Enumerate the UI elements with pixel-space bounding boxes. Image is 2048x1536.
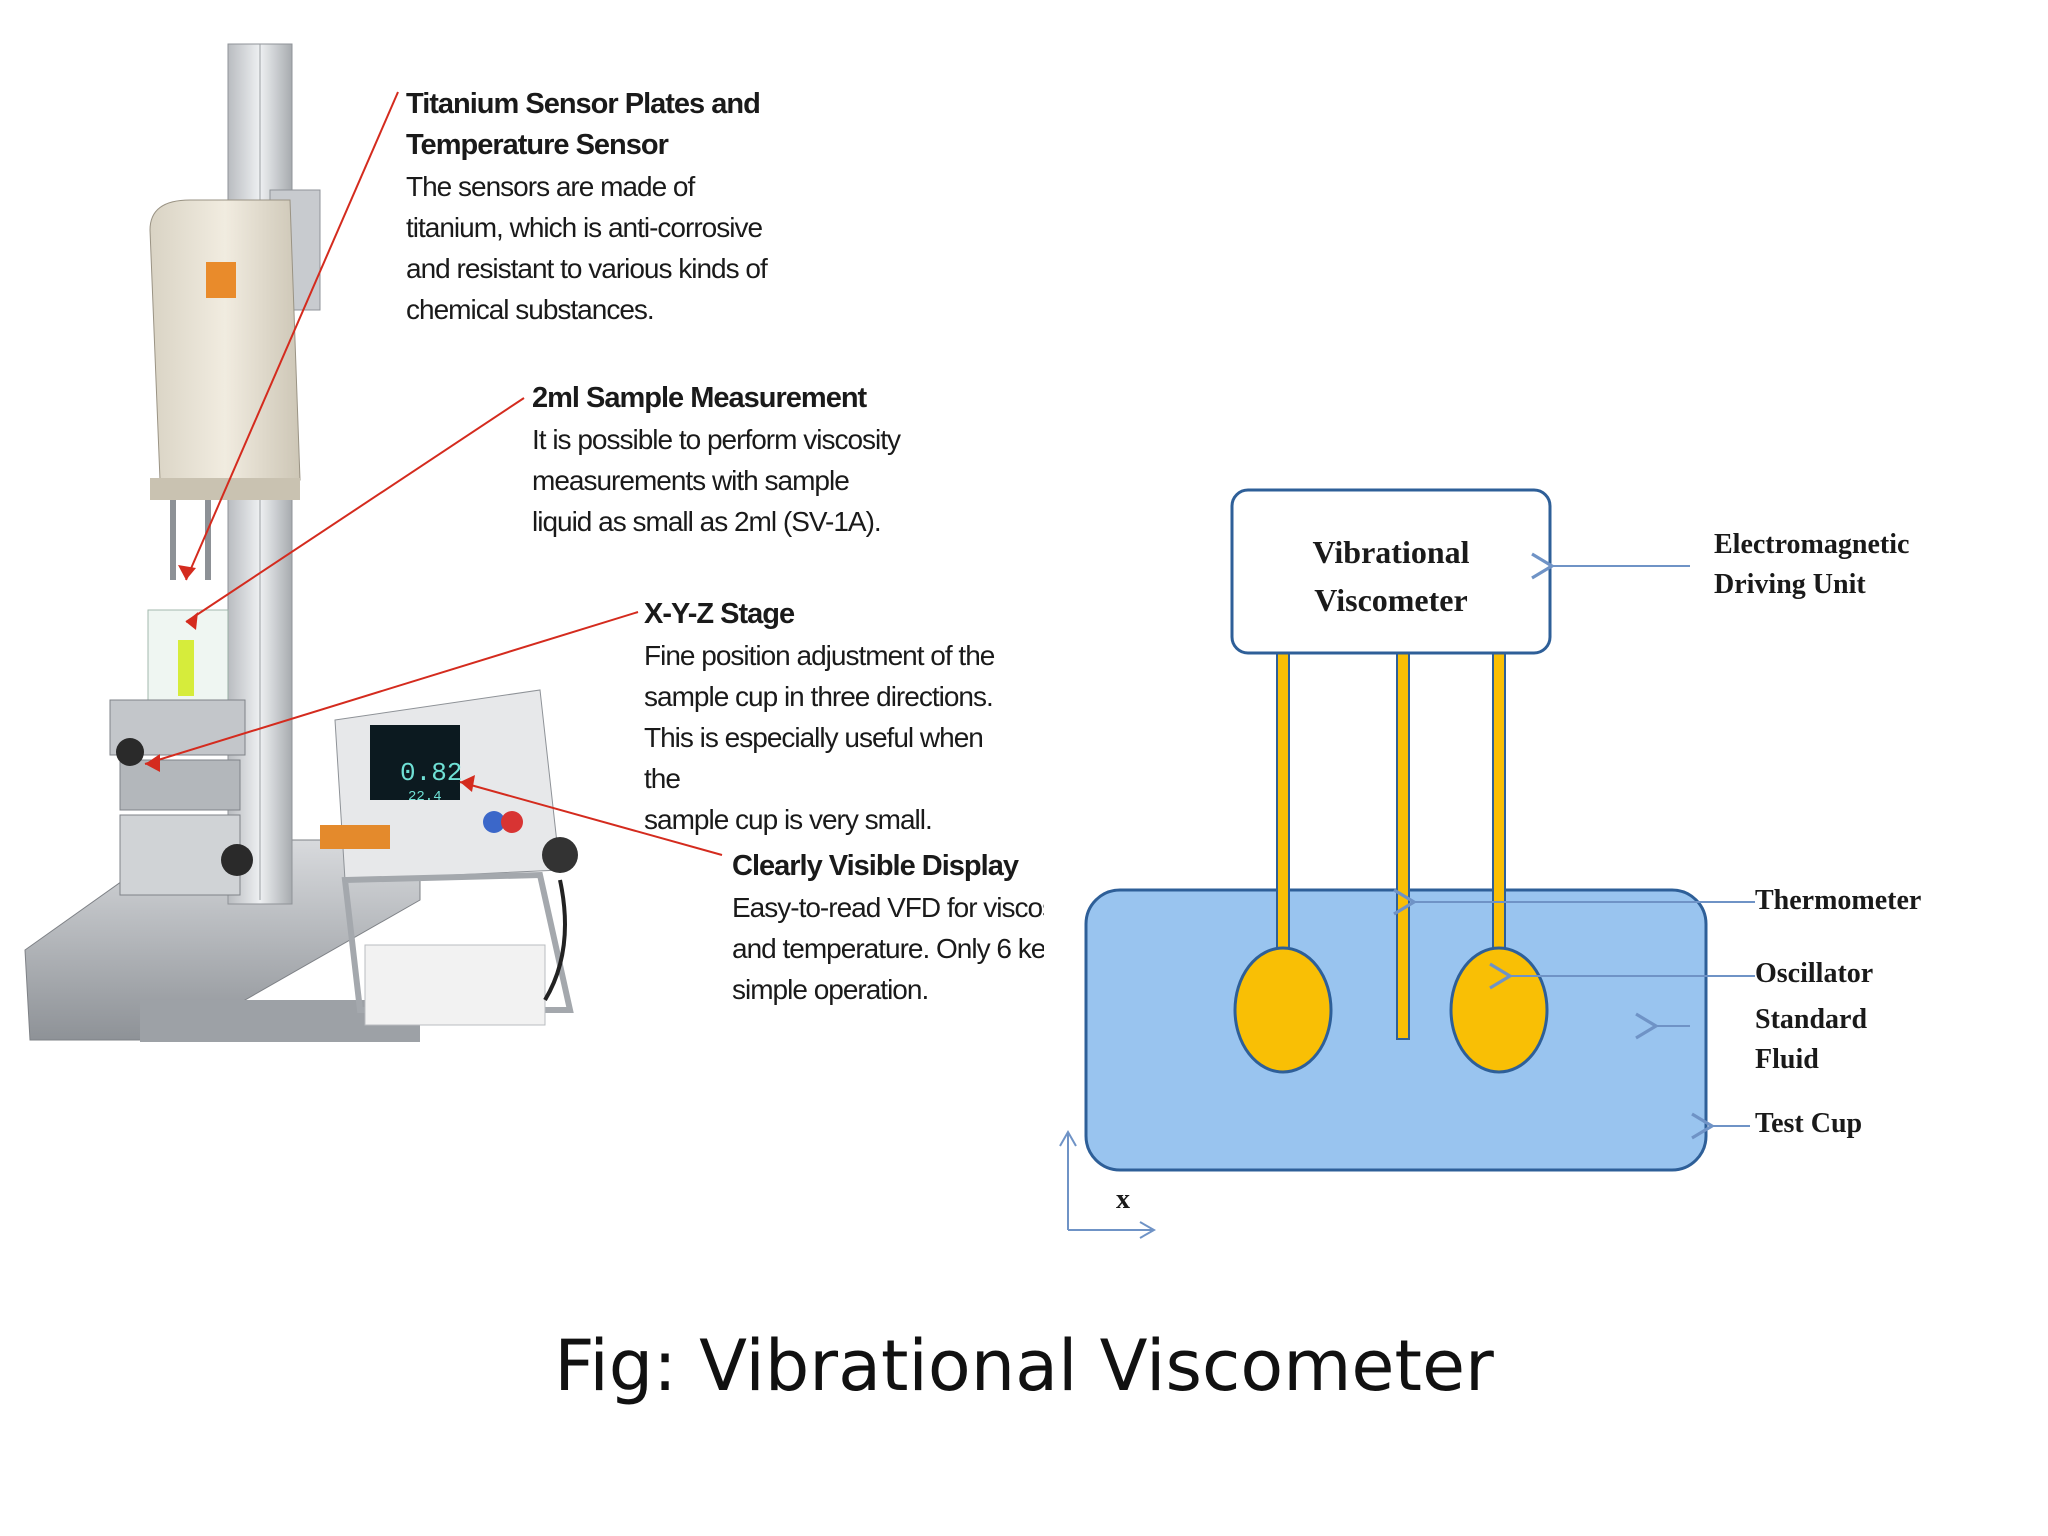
callout-body-line: This is especially useful when the (644, 722, 984, 794)
callout-line-stage (144, 611, 639, 765)
callout-title: Temperature Sensor (406, 129, 669, 161)
label-test-cup: Test Cup (1755, 1108, 1863, 1139)
callout-lines (144, 91, 723, 856)
callout-body-line: and temperature. Only 6 keys fo (732, 933, 1044, 964)
display-temperature-value: 22.4 (408, 789, 442, 805)
label-driving-unit: Electromagnetic Driving Unit (1714, 525, 1909, 605)
label-thermometer: Thermometer (1755, 885, 1922, 916)
callout-body-line: It is possible to perform viscosity (532, 424, 901, 455)
viscometer-box-label-line: Viscometer (1314, 582, 1468, 618)
callout-title: Clearly Visible Display (732, 850, 1019, 882)
callout-body-line: simple operation. (732, 974, 929, 1005)
thermometer-rod (1396, 652, 1410, 1040)
callout-line-sensor (185, 91, 399, 581)
oscillator-right (1449, 946, 1549, 1074)
callout-body-line: Easy-to-read VFD for viscosity (732, 892, 1044, 923)
viscometer-box-label-line: Vibrational (1312, 534, 1470, 570)
callout-body-line: measurements with sample (532, 465, 850, 496)
callout-body-line: liquid as small as 2ml (SV-1A). (532, 506, 882, 537)
callout-title: X-Y-Z Stage (644, 598, 795, 630)
axis-x-label: x (1116, 1184, 1130, 1215)
sensor-unit (149, 199, 301, 481)
label-fluid: Standard Fluid (1755, 1000, 1867, 1080)
callout-body-line: Fine position adjustment of the (644, 640, 995, 671)
callout-display: Clearly Visible Display Easy-to-read VFD… (732, 846, 1044, 1010)
callout-body-line: sample cup is very small. (644, 804, 933, 835)
callout-body-line: titanium, which is anti-corrosive (406, 212, 763, 243)
figure-caption: Fig: Vibrational Viscometer (554, 1325, 1494, 1407)
oscillator-left (1233, 946, 1333, 1074)
oscillator-rod-right (1492, 652, 1506, 954)
callout-body-line: The sensors are made of (406, 171, 695, 202)
label-driving-unit-line: Driving Unit (1714, 569, 1866, 600)
label-oscillator: Oscillator (1755, 958, 1874, 989)
callout-body-line: chemical substances. (406, 294, 655, 325)
oscillator-rod-left (1276, 652, 1290, 954)
label-fluid-line: Standard (1755, 1004, 1868, 1035)
callout-line-display (459, 781, 723, 856)
callout-title: Titanium Sensor Plates and (406, 88, 761, 120)
label-fluid-line: Fluid (1755, 1044, 1819, 1075)
viscometer-schematic: Vibrational Viscometer Electromagnetic D… (1050, 470, 1950, 1260)
callout-line-sample (185, 397, 525, 623)
callout-title: 2ml Sample Measurement (532, 382, 867, 414)
viscometer-box-label: Vibrational Viscometer (1232, 528, 1550, 624)
callout-body-line: sample cup in three directions. (644, 681, 994, 712)
callout-sensor-plates: Titanium Sensor Plates and Temperature S… (406, 84, 776, 330)
viscometer-photo: 0.82 22.4 (24, 43, 723, 1042)
display-viscosity-value: 0.82 (400, 758, 462, 788)
callout-body-line: and resistant to various kinds of (406, 253, 768, 284)
label-driving-unit-line: Electromagnetic (1714, 529, 1910, 560)
callout-stage: X-Y-Z Stage Fine position adjustment of … (644, 594, 1014, 840)
callout-sample: 2ml Sample Measurement It is possible to… (532, 378, 902, 542)
